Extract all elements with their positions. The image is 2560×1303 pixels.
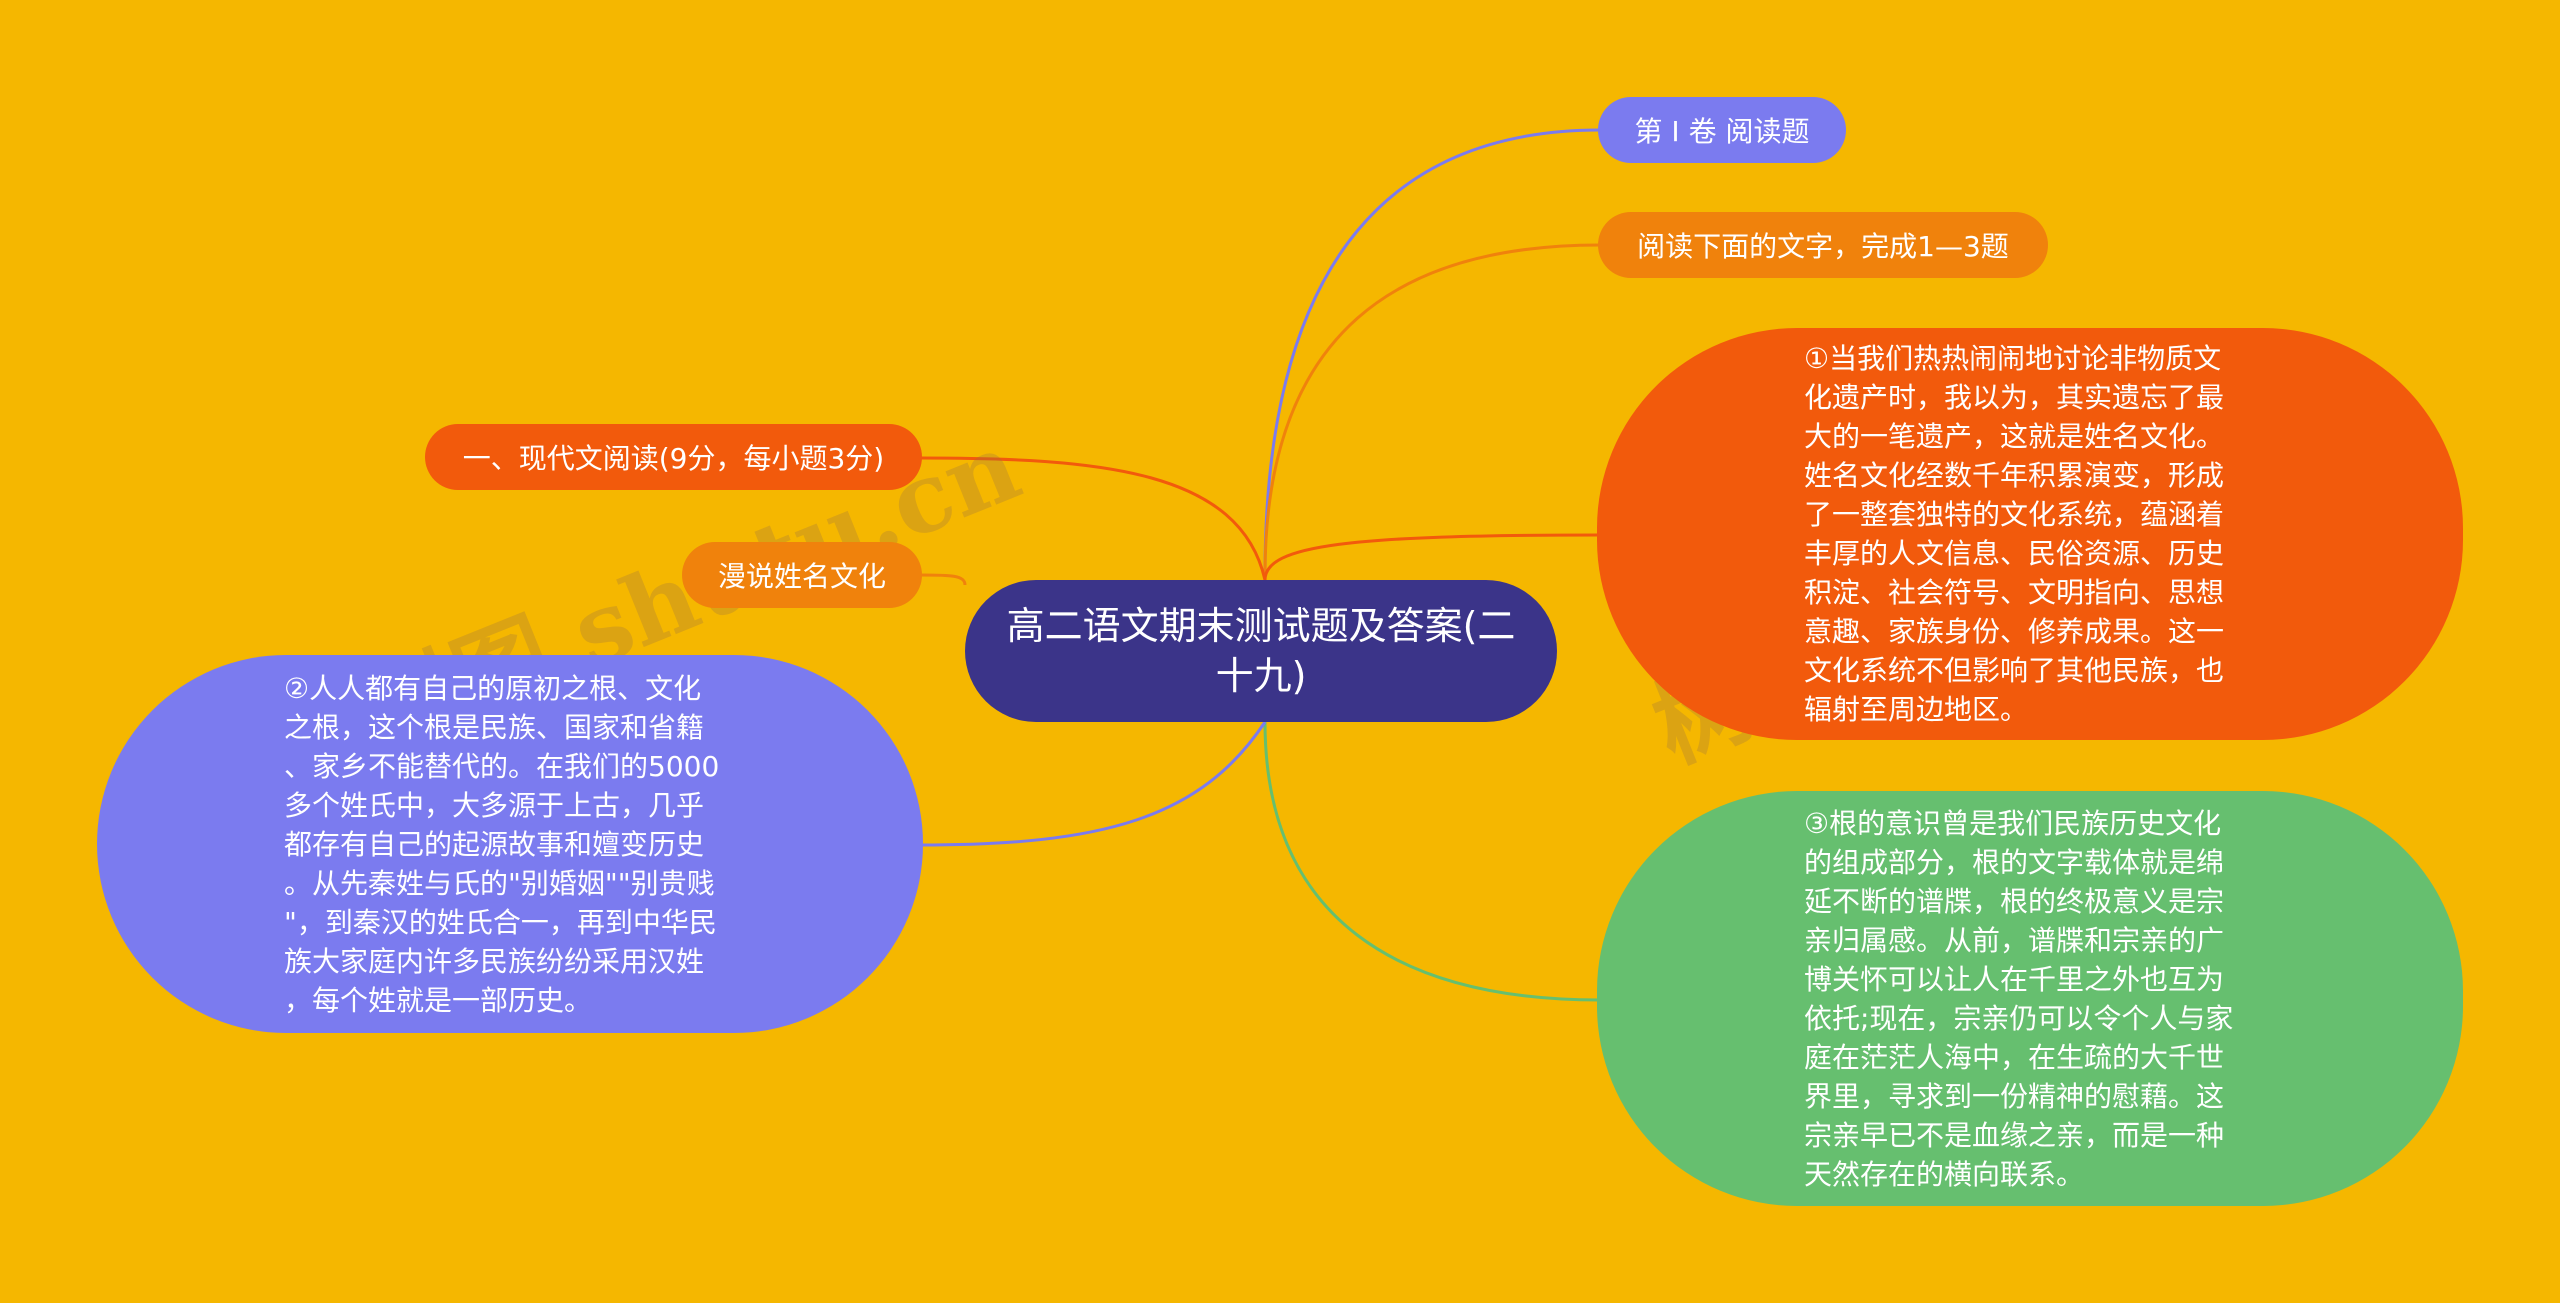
paragraph-3-text: ③根的意识曾是我们民族历史文化 的组成部分，根的文字载体就是绵 延不断的谱牒，根… [1804, 806, 2234, 1191]
node-paragraph-1[interactable]: ①当我们热热闹闹地讨论非物质文 化遗产时，我以为，其实遗忘了最 大的一笔遗产，这… [1597, 328, 2463, 740]
paragraph-2-text: ②人人都有自己的原初之根、文化 之根，这个根是民族、国家和省籍 、家乡不能替代的… [284, 671, 720, 1017]
node-label: 漫说姓名文化 [717, 560, 886, 593]
central-topic-label: 高二语文期末测试题及答案(二十九) [1006, 604, 1516, 698]
link-para1 [1263, 533, 1601, 581]
node-essay-title[interactable]: 漫说姓名文化 [682, 542, 922, 608]
link-para3 [1263, 721, 1601, 1002]
paragraph-1-text: ①当我们热热闹闹地讨论非物质文 化遗产时，我以为，其实遗忘了最 大的一笔遗产，这… [1804, 342, 2225, 726]
central-topic[interactable]: 高二语文期末测试题及答案(二十九) [965, 580, 1557, 722]
link-reading-instruction [1263, 243, 1601, 576]
node-reading-instruction[interactable]: 阅读下面的文字，完成1—3题 [1598, 212, 2048, 278]
node-label: 第 I 卷 阅读题 [1634, 115, 1810, 148]
node-paragraph-3[interactable]: ③根的意识曾是我们民族历史文化 的组成部分，根的文字载体就是绵 延不断的谱牒，根… [1597, 791, 2463, 1206]
node-paragraph-2[interactable]: ②人人都有自己的原初之根、文化 之根，这个根是民族、国家和省籍 、家乡不能替代的… [97, 655, 923, 1033]
link-essay-title [919, 573, 967, 586]
link-reading-section [1263, 128, 1601, 576]
node-reading-section[interactable]: 第 I 卷 阅读题 [1598, 97, 1846, 163]
link-para2 [919, 721, 1267, 847]
node-modern-reading[interactable]: 一、现代文阅读(9分，每小题3分) [425, 424, 922, 490]
link-modern-reading [919, 456, 1267, 581]
node-label: 一、现代文阅读(9分，每小题3分) [462, 442, 885, 475]
node-label: 阅读下面的文字，完成1—3题 [1637, 230, 2009, 263]
